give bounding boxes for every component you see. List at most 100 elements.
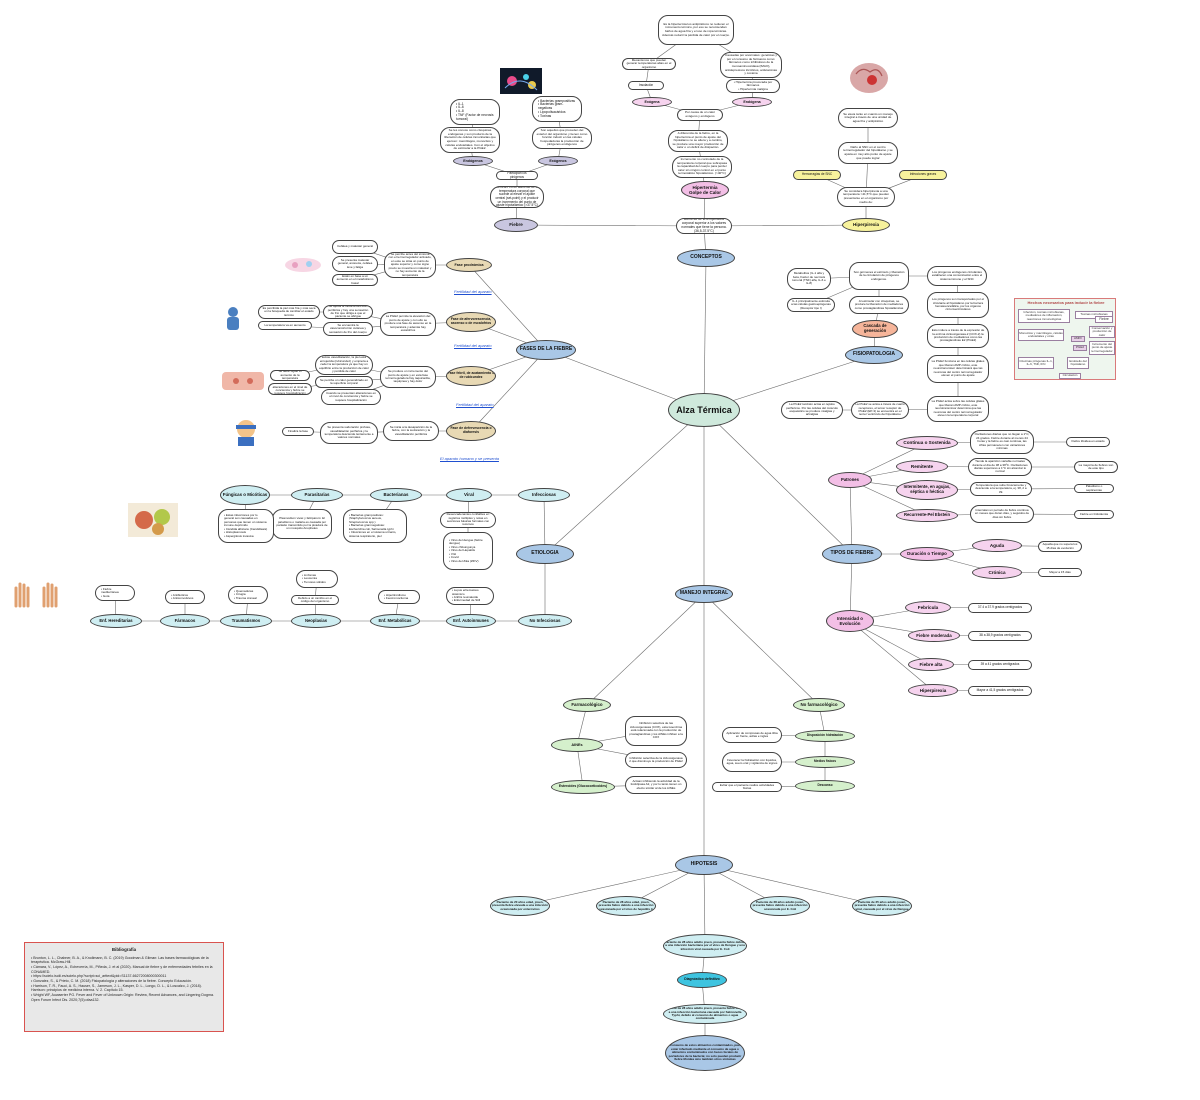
node-f3[interactable]: Fase febril, de acatamiento o de rubicun… <box>446 366 496 386</box>
node-c-endolist[interactable]: • IL-1 • IL-6 • IL-8 • TNF (Factor de ne… <box>450 99 500 125</box>
node-f3d[interactable]: Existe vasodilatación, la piel está enro… <box>315 355 373 375</box>
node-m-hidd[interactable]: Favorecer la hidratación con líquidos, a… <box>722 752 782 772</box>
node-e-bacd[interactable]: • Bacterias grampositivas: (Staphylococc… <box>343 509 407 543</box>
node-fi-s7[interactable]: Esto induce a través de la expresión de … <box>927 324 989 348</box>
node-m-estd[interactable]: Actúan inhibiendo la actividad de la fos… <box>625 776 687 794</box>
node-t-hip[interactable]: Hiperpirexia <box>908 684 958 697</box>
node-h1[interactable]: Paciente de 20 años edad, joven, present… <box>490 896 550 916</box>
node-c-def[interactable]: Aumento de la temperatura corporal super… <box>676 218 732 234</box>
node-f3c3[interactable]: Cuando se presentan alteraciones en el n… <box>268 383 312 395</box>
node-fi-s3[interactable]: Son gérmenes el estímulo y liberación de… <box>849 262 909 290</box>
node-c-fiebre[interactable]: Fiebre <box>494 218 538 232</box>
source-link-1[interactable]: Fertilidad del aparato <box>454 289 492 294</box>
node-f2d2[interactable]: Se encuentra la vasoconstricción cutánea… <box>323 322 373 336</box>
node-e-trau[interactable]: Traumatismos <box>220 614 272 628</box>
node-t-pele[interactable]: Fiebre en linfoidemia <box>1074 510 1114 519</box>
node-f2a[interactable]: Se ajusta la vasoconstricción periférica… <box>323 305 373 319</box>
node-hfin[interactable]: El consumo de estos alimentos contaminad… <box>665 1035 745 1071</box>
node-e-parad[interactable]: Plasmodium vivax y falciparum: El paludi… <box>272 509 332 539</box>
node-e-metal[interactable]: • Hipertiroidismo • Feocromocitoma <box>378 590 420 604</box>
node-e-farml[interactable]: • Antibióticos • Anticonvulsivos <box>165 590 205 604</box>
node-m-med[interactable]: Medios físicos <box>795 756 855 768</box>
node-m-ainesd[interactable]: Inhibición selectiva de las ciclooxigena… <box>625 716 687 746</box>
node-c-endogena[interactable]: Endógena <box>732 97 772 107</box>
node-c-hpdef[interactable]: Se considera hiperpirexia a una temperat… <box>837 187 895 207</box>
node-c-infec[interactable]: Infecciones graves <box>899 170 947 180</box>
node-fi-s2[interactable]: IL-1 principalmente estimula a las célul… <box>787 298 835 312</box>
source-link-4[interactable]: El aparato humano y se presenta <box>440 456 499 461</box>
node-t-pel[interactable]: Recurrente-Pel Ebstein <box>896 509 958 522</box>
node-e-bact[interactable]: Bacterianas <box>370 488 422 502</box>
node-e-meta[interactable]: Enf. Metabólicas <box>370 614 420 628</box>
node-c-fdef[interactable]: La fiebre es un aumento de la temperatur… <box>490 186 544 208</box>
node-f1d[interactable]: Se percibe antes del síntoma con el term… <box>384 252 436 278</box>
node-c-endodesc[interactable]: Se les conoce como citoquinas endógenas … <box>440 127 500 153</box>
node-c-mecan[interactable]: Mecanismos que pueden generar temperatur… <box>622 58 676 70</box>
node-conceptos[interactable]: CONCEPTOS <box>677 249 735 267</box>
node-fi-s11[interactable]: La PGE2 se actúa a través de cuatro rece… <box>851 401 909 419</box>
node-c-dif[interactable]: A diferencia de la fiebre, en la hiperte… <box>668 130 728 152</box>
node-f1c[interactable]: Están en base a un aumento en el metabol… <box>332 274 378 286</box>
node-t-inte[interactable]: Paludismo o septicemias <box>1074 484 1114 493</box>
node-hipotesis[interactable]: HIPOTESIS <box>675 855 733 875</box>
node-f3b[interactable]: Se percibe un calor generalizado en la s… <box>315 376 373 388</box>
node-t-dur[interactable]: Duración o Tiempo <box>900 547 954 561</box>
node-e-herl[interactable]: • Fiebre mediterránea • Gota <box>95 585 135 601</box>
node-t-altd[interactable]: 39 a 41 grados centígrados <box>968 660 1032 670</box>
node-t-cont[interactable]: Continua o Sostenida <box>896 436 958 450</box>
node-m-est[interactable]: Esteroides (Glucocorticoides) <box>551 780 615 794</box>
node-hdx[interactable]: Paciente de 28 años adulto joven, presen… <box>663 1004 747 1024</box>
node-t-agu[interactable]: Aguda <box>972 539 1022 552</box>
node-t-peld[interactable]: Intercalan un período de fiebre continua… <box>970 505 1034 523</box>
node-t-feb[interactable]: Febrícula <box>905 601 951 614</box>
node-c-hiperpirexia[interactable]: Hiperpirexia <box>842 218 890 232</box>
node-e-her[interactable]: Enf. Hereditarias <box>90 614 142 628</box>
source-link-3[interactable]: Fertilidad del aparato <box>456 402 494 407</box>
node-f1[interactable]: Fase prodrómica <box>446 258 492 272</box>
node-f4a[interactable]: Se presenta sudoración profusa, vasodila… <box>320 422 378 444</box>
node-fi-s10[interactable]: La PGE2 también actúa en tejidos perifér… <box>781 401 843 419</box>
node-fi-s5[interactable]: Los pirógenos endógenos circulantes esta… <box>927 266 987 286</box>
node-hdiag[interactable]: Diagnóstico definitivo <box>677 972 727 988</box>
node-e-neod[interactable]: Debido a un cambio en el código del orga… <box>291 595 339 605</box>
node-t-modd[interactable]: 38 a 38,9 grados centígrados <box>968 631 1032 641</box>
node-h4[interactable]: Paciente de 25 años adulto joven, presen… <box>852 896 912 916</box>
node-f2c[interactable]: Es percibida la piel más fría y más seca… <box>258 305 320 319</box>
node-e-farm[interactable]: Fármacos <box>160 614 210 628</box>
node-t-intd[interactable]: Temperatura que sube bruscamente y desci… <box>970 482 1032 496</box>
node-t-crod[interactable]: Mayor a 15 días <box>1038 568 1082 577</box>
node-e-paras[interactable]: Parasitarias <box>291 488 343 502</box>
node-m-medd[interactable]: Aplicación de compresas de agua tibia en… <box>722 727 782 743</box>
node-e-neol[interactable]: • Linfomas • Leucemia • Tumores sólidos <box>296 570 338 588</box>
node-m-ainesd2[interactable]: Inhibición selectiva de la ciclooxigenas… <box>625 752 687 768</box>
node-m-desd[interactable]: Evitar que el paciente realice actividad… <box>712 782 782 792</box>
node-etio[interactable]: ETIOLOGIA <box>516 544 574 564</box>
node-m-farm[interactable]: Farmacológico <box>563 698 611 712</box>
node-f1b[interactable]: Se presenta malestar general, anorexia, … <box>332 256 378 272</box>
node-c-partic[interactable]: Participan los pirógenos <box>496 171 538 180</box>
node-fi-s6[interactable]: Los pirógenos son transportados por el c… <box>927 292 989 318</box>
node-tipos[interactable]: TIPOS DE FIEBRE <box>822 544 882 564</box>
node-e-fungd[interactable]: • Estas infecciones por lo general son c… <box>218 509 274 543</box>
node-c-tos[interactable]: Por causa de un calor exógeno y endógeno <box>677 109 723 121</box>
node-t-mod[interactable]: Fiebre moderada <box>908 629 960 642</box>
node-e-vird[interactable]: Desencadenantes confiables en registros … <box>440 512 496 528</box>
node-c-exodesc[interactable]: Son aquellos que proceden del exterior d… <box>532 127 592 149</box>
node-f4d[interactable]: Se inicia a la desaparición de la fiebre… <box>383 421 439 441</box>
node-fi-s1[interactable]: Metabolitos (IL-1 alfa y beta, Factor de… <box>787 268 831 290</box>
node-m-desc[interactable]: Descanso <box>795 780 855 792</box>
node-e-neo[interactable]: Neoplasias <box>291 614 341 628</box>
node-e-virl[interactable]: • Virus del dengue (fiebre dengue) • Vir… <box>443 532 493 570</box>
node-m-disp[interactable]: Disposición hidratación <box>795 730 855 742</box>
node-f4[interactable]: Fase de defervescencia o diaforesis <box>446 421 496 441</box>
node-t-reme[interactable]: La mayoría de fiebres son de este tipo <box>1074 461 1118 473</box>
node-f3a[interactable]: Se produce un incremento del punto de aj… <box>380 366 436 388</box>
node-c-hiperterm[interactable]: Hipertermia Golpe de Calor <box>681 181 729 199</box>
node-f2[interactable]: Fase de afervorescencia, ascenso o de es… <box>446 312 496 332</box>
node-t-conte[interactable]: Fiebre tifoidea en estado <box>1066 437 1110 447</box>
node-f4b[interactable]: Finaliza la fase <box>282 427 314 436</box>
node-f3c2[interactable]: Cuando se presentan alteraciones en el n… <box>321 389 381 405</box>
node-c-causadas[interactable]: Causadas por anormales: genéticas y por … <box>720 52 782 78</box>
node-c-endo[interactable]: Endógenos <box>453 156 493 166</box>
node-fases[interactable]: FASES DE LA FIEBRE <box>516 340 576 360</box>
